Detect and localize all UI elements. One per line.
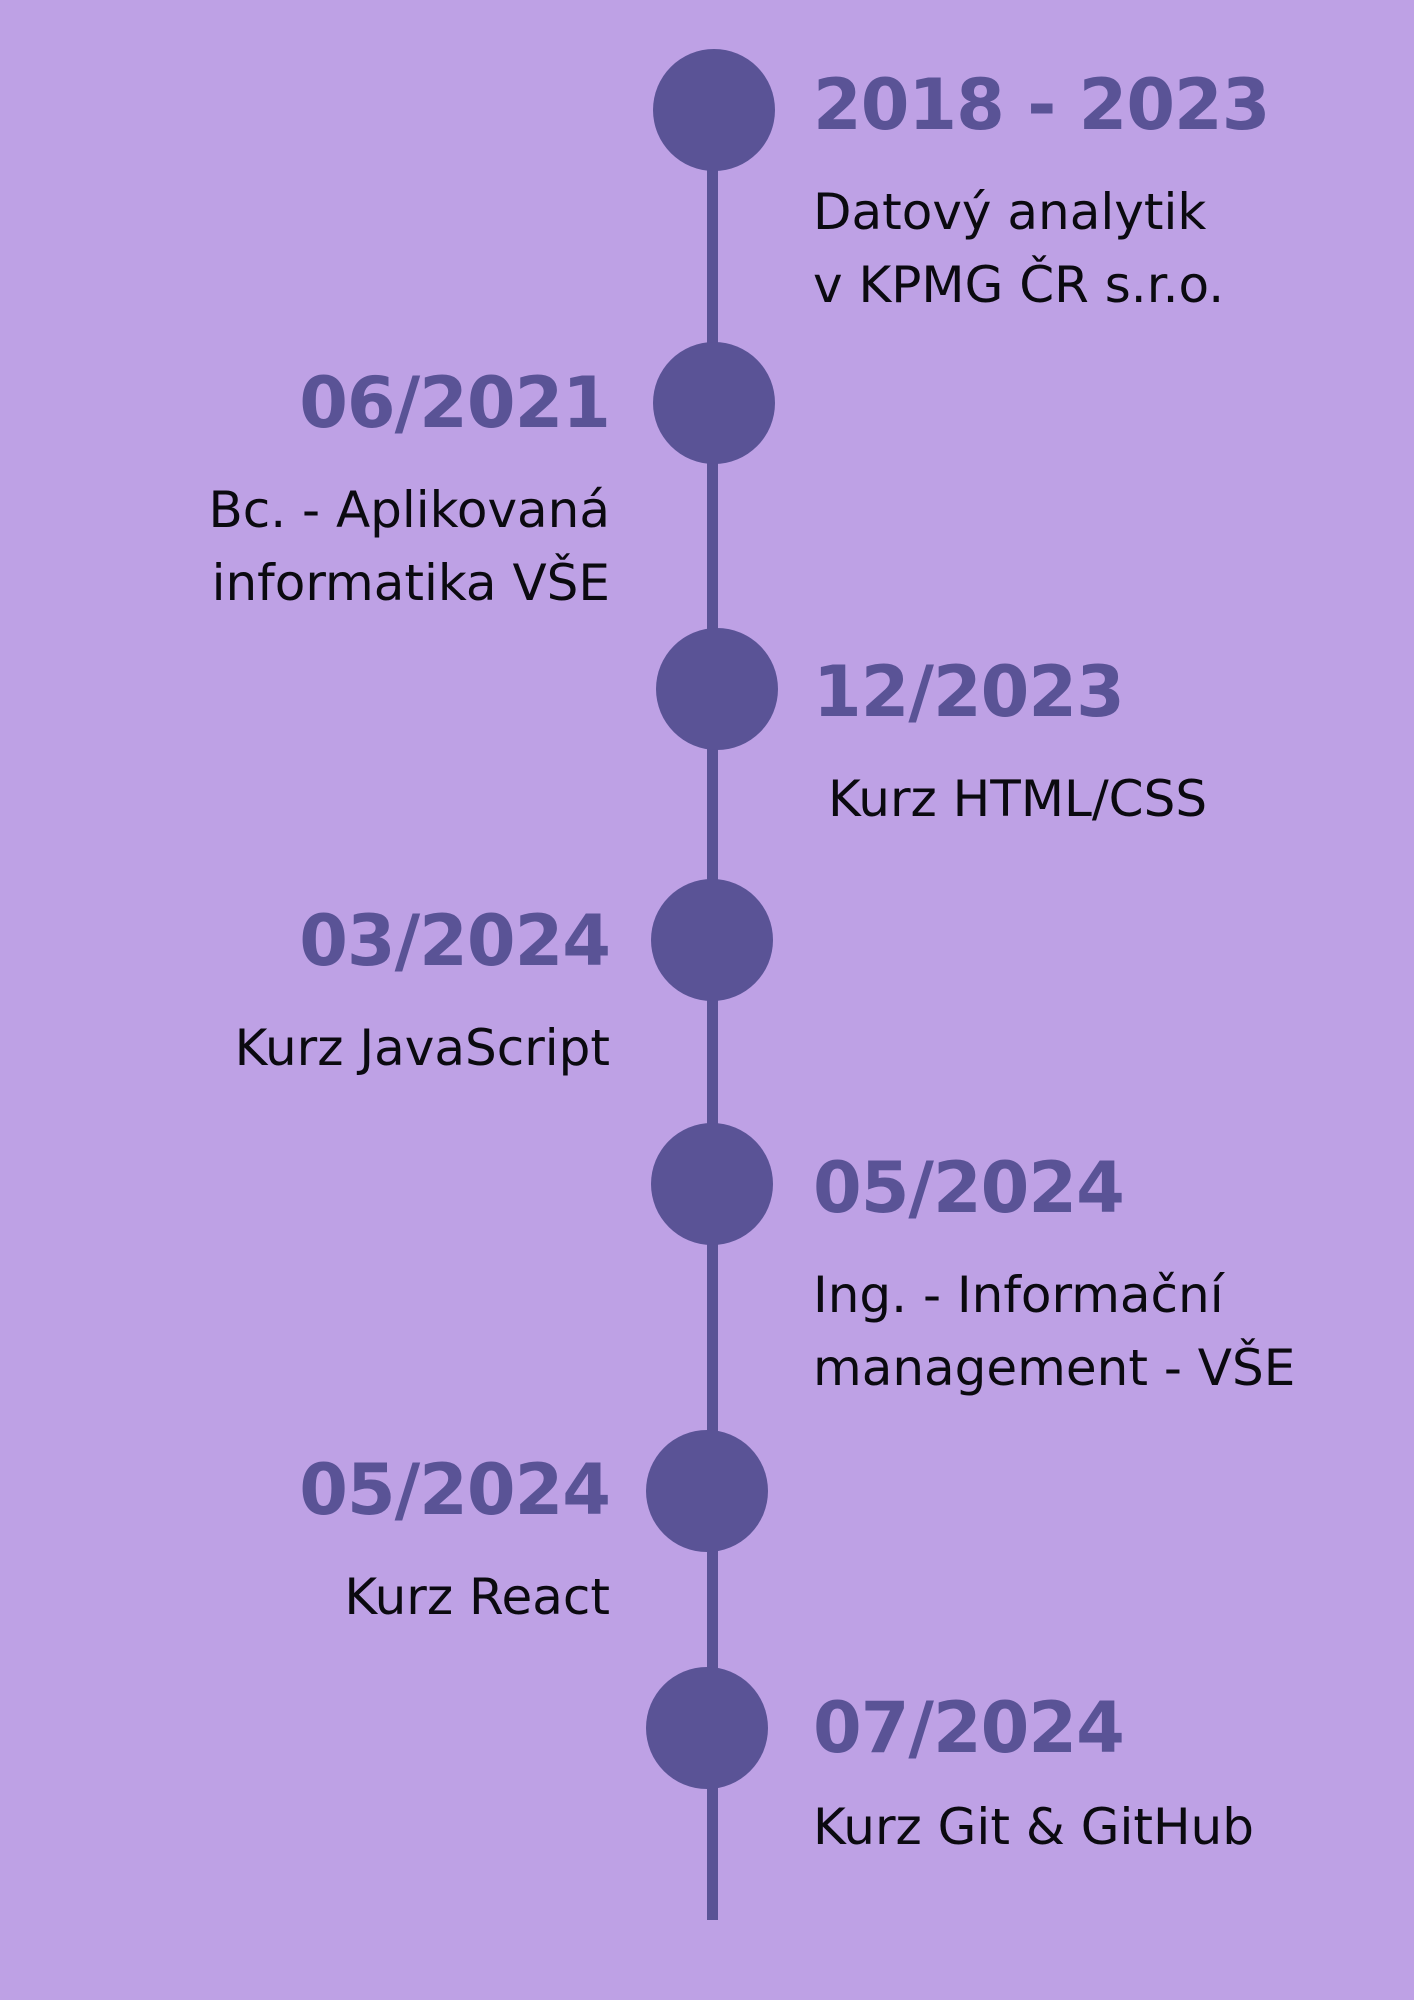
timeline-node-07-2024 (646, 1667, 768, 1789)
timeline-event: 05/2024 Ing. - Informační management - V… (813, 1153, 1373, 1405)
event-description-line: v KPMG ČR s.r.o. (813, 256, 1225, 314)
timeline-node-12-2023 (656, 628, 778, 750)
event-date: 05/2024 (813, 1147, 1125, 1229)
event-description: Kurz React (50, 1561, 610, 1634)
timeline-node-05-2024-react (646, 1430, 768, 1552)
event-date: 03/2024 (299, 900, 611, 982)
event-description-line: Datový analytik (813, 183, 1207, 241)
event-description-line: Kurz JavaScript (234, 1019, 610, 1077)
event-description-line: Kurz React (344, 1568, 610, 1626)
event-description: Bc. - Aplikovaná informatika VŠE (50, 474, 610, 620)
timeline-node-06-2021 (653, 342, 775, 464)
event-date: 06/2021 (299, 362, 611, 444)
timeline-node-03-2024 (651, 879, 773, 1001)
event-date: 07/2024 (813, 1687, 1125, 1769)
event-description: Ing. - Informační management - VŠE (813, 1259, 1373, 1405)
event-description-line: management - VŠE (813, 1339, 1296, 1397)
event-description-line: Kurz HTML/CSS (828, 770, 1208, 828)
timeline-axis (707, 110, 718, 1920)
event-description: Datový analytik v KPMG ČR s.r.o. (813, 176, 1373, 322)
timeline-event: 03/2024 Kurz JavaScript (50, 900, 611, 1085)
event-description-line: Kurz Git & GitHub (813, 1798, 1254, 1856)
timeline-event: 06/2021 Bc. - Aplikovaná informatika VŠE (50, 362, 611, 620)
timeline-node-2018-2023 (653, 49, 775, 171)
event-date: 12/2023 (813, 651, 1125, 733)
timeline-event: 12/2023 Kurz HTML/CSS (813, 657, 1373, 836)
event-description-line: informatika VŠE (211, 554, 610, 612)
event-date: 05/2024 (299, 1449, 611, 1531)
event-description-line: Ing. - Informační (813, 1266, 1224, 1324)
timeline-node-05-2024 (651, 1123, 773, 1245)
timeline-event: 05/2024 Kurz React (50, 1449, 611, 1634)
event-description: Kurz Git & GitHub (813, 1791, 1373, 1864)
event-description: Kurz HTML/CSS (813, 763, 1373, 836)
event-description-line: Bc. - Aplikovaná (208, 481, 610, 539)
event-description: Kurz JavaScript (50, 1012, 610, 1085)
event-date: 2018 - 2023 (813, 64, 1270, 146)
timeline-event: 2018 - 2023 Datový analytik v KPMG ČR s.… (813, 70, 1373, 322)
timeline-event: 07/2024 Kurz Git & GitHub (813, 1693, 1373, 1864)
